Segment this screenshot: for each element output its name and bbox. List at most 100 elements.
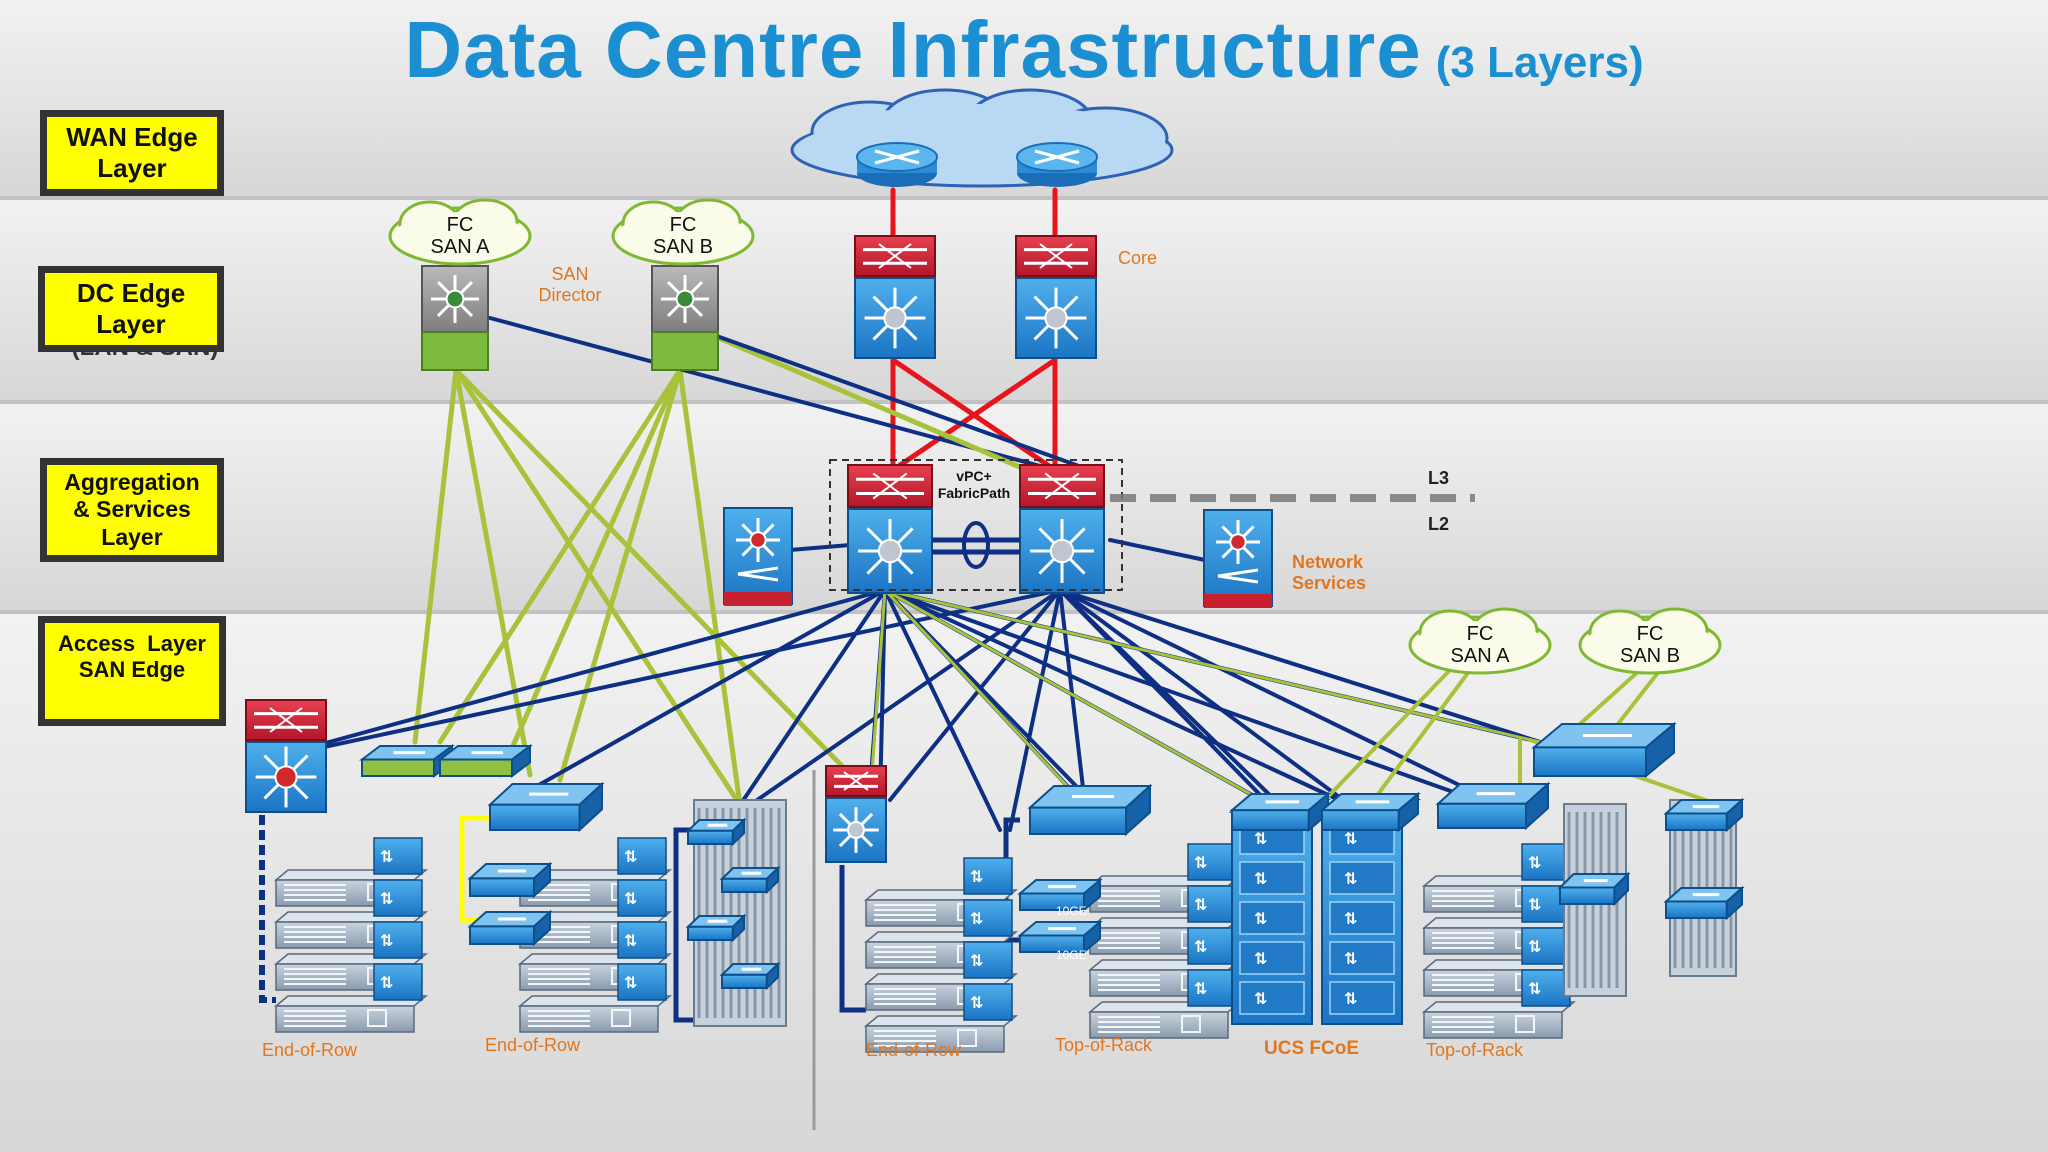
nic-glyph: ⇅ xyxy=(1194,895,1207,914)
access-cable xyxy=(673,827,700,1023)
ucs-blade xyxy=(1329,981,1395,1015)
aggregation-switch-left xyxy=(847,464,933,594)
server-nic xyxy=(963,899,1013,937)
fc-cloud-upper-a xyxy=(388,198,532,266)
core-switch-right xyxy=(1015,235,1097,359)
rack-label-end-of-row-2: End-of-Row xyxy=(485,1035,581,1055)
blade-switch xyxy=(719,865,781,895)
switch-front xyxy=(1231,809,1310,832)
server-nic xyxy=(617,837,667,875)
label-line: SAN xyxy=(551,264,589,284)
switch-side xyxy=(731,913,745,943)
layer-label: Access Layer xyxy=(58,631,206,656)
switch-front xyxy=(361,758,435,777)
rack-label-end-of-row-1: End-of-Row xyxy=(262,1040,358,1060)
rack-label-top-of-rack-2: Top-of-Rack xyxy=(1426,1040,1524,1060)
server-nic xyxy=(1187,843,1237,881)
glyph-hub xyxy=(274,765,298,789)
ucs-blade xyxy=(1329,861,1395,895)
label-line: Network xyxy=(1292,552,1364,572)
server-bay xyxy=(1515,1015,1535,1033)
nic-glyph: ⇅ xyxy=(624,889,637,908)
fc-cloud-upper-b xyxy=(611,198,755,266)
switch-front xyxy=(1559,886,1616,905)
storage-switch xyxy=(1557,871,1631,907)
cloud-label: SAN B xyxy=(652,236,714,258)
aggregation-link xyxy=(1058,588,1272,807)
glyph-hub xyxy=(1049,538,1075,564)
server-bay xyxy=(367,1009,387,1027)
fcoe-switch xyxy=(359,744,455,778)
cloud-label: FC xyxy=(1636,623,1664,645)
core-label: Core xyxy=(1118,248,1158,268)
layer-label: Aggregation xyxy=(64,469,200,496)
san-link xyxy=(883,588,1082,802)
server-nic xyxy=(373,837,423,875)
nic-glyph: ⇅ xyxy=(1528,895,1541,914)
server-nic xyxy=(373,921,423,959)
layer-label: WAN Edge xyxy=(66,122,198,153)
glyph-hub xyxy=(1044,306,1068,330)
aggregation-link xyxy=(528,588,887,792)
core-switch-left xyxy=(854,235,936,359)
san-link xyxy=(557,367,683,783)
aggregation-link xyxy=(1058,588,1502,807)
fex xyxy=(467,909,553,947)
fc-cloud-lower-a xyxy=(1408,607,1552,675)
fex-10ge xyxy=(1017,877,1103,913)
switch-side xyxy=(1613,871,1629,907)
rack-label-ucs-fcoe: UCS FCoE xyxy=(1264,1038,1359,1059)
server-nic xyxy=(963,941,1013,979)
switch-front xyxy=(1437,802,1527,829)
title-sub: (3 Layers) xyxy=(1435,38,1644,87)
aggregation-link xyxy=(748,588,1062,807)
server-bay xyxy=(1181,1015,1201,1033)
nic-glyph: ⇅ xyxy=(380,973,393,992)
san-link xyxy=(697,327,1053,483)
san-link xyxy=(883,588,1542,744)
ucs-glyph: ⇅ xyxy=(1344,909,1357,928)
storage-switch xyxy=(1663,885,1745,921)
glyph-stroke xyxy=(1044,472,1080,500)
ucs-blade xyxy=(1239,941,1305,975)
switch-side xyxy=(1525,781,1549,831)
server-nic xyxy=(963,857,1013,895)
title-main: Data Centre Infrastructure xyxy=(404,5,1422,94)
core-link xyxy=(890,357,1058,473)
ucs-glyph: ⇅ xyxy=(1344,829,1357,848)
aggregation-link xyxy=(298,588,887,752)
switch-side xyxy=(533,909,551,947)
glyph-hub xyxy=(675,289,695,309)
switch-side xyxy=(1083,877,1101,913)
server-nic xyxy=(1521,969,1571,1007)
links xyxy=(259,187,1722,1023)
san-link xyxy=(1368,668,1472,807)
nic-glyph: ⇅ xyxy=(624,931,637,950)
nic-glyph: ⇅ xyxy=(1528,937,1541,956)
devices: ⇅⇅⇅⇅⇅⇅⇅⇅⇅⇅⇅⇅⇅⇅⇅⇅⇅⇅⇅⇅⇅⇅⇅⇅⇅⇅⇅⇅⇅⇅ xyxy=(245,142,1745,1053)
san-director-b xyxy=(651,265,719,371)
server-nic xyxy=(617,921,667,959)
switch-front xyxy=(687,829,734,845)
switch-front xyxy=(1321,809,1400,832)
server-nic xyxy=(617,879,667,917)
glyph-stroke xyxy=(872,472,908,500)
service-firewall xyxy=(724,592,792,606)
glyph-hub xyxy=(847,821,865,839)
fex-10ge xyxy=(1017,919,1103,955)
nic-glyph: ⇅ xyxy=(380,889,393,908)
nic-glyph: ⇅ xyxy=(970,909,983,928)
nic-glyph: ⇅ xyxy=(1528,853,1541,872)
server: ⇅ xyxy=(517,963,673,1033)
service-module-right xyxy=(1203,509,1273,608)
switch-front xyxy=(1029,806,1127,835)
glyph-hub xyxy=(445,289,465,309)
ucs-glyph: ⇅ xyxy=(1254,829,1267,848)
nic-glyph: ⇅ xyxy=(380,931,393,950)
server: ⇅ xyxy=(1421,969,1577,1039)
glyph-stroke xyxy=(878,243,912,269)
nexus-5k xyxy=(1531,721,1677,779)
